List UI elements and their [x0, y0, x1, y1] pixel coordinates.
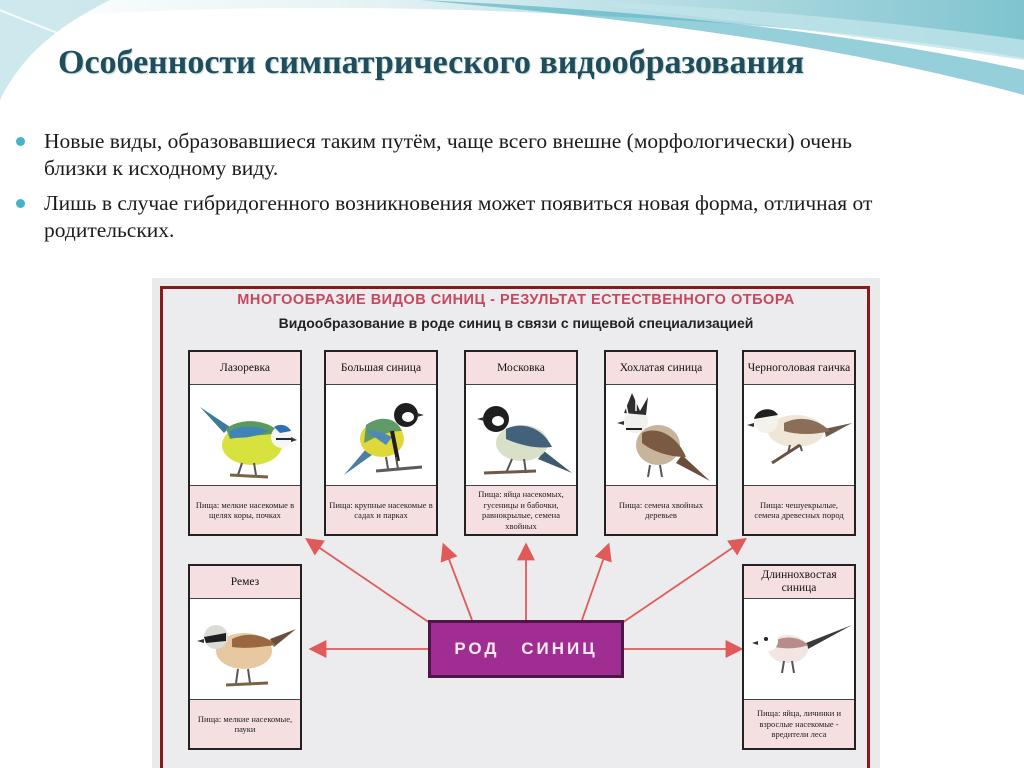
species-food: Пища: семена хвойных деревьев [606, 485, 716, 534]
species-name: Большая синица [326, 352, 436, 385]
long-tailed-tit-icon [752, 625, 852, 674]
diagram-heading: МНОГООБРАЗИЕ ВИДОВ СИНИЦ - РЕЗУЛЬТАТ ЕСТ… [237, 292, 795, 308]
species-food: Пища: чешуекрылые, семена древесных поро… [744, 485, 854, 534]
species-food: Пища: яйца насекомых, гусеницы и бабочки… [466, 485, 576, 534]
species-image [190, 599, 300, 699]
species-image [466, 385, 576, 485]
species-food: Пища: крупные насекомые в садах и парках [326, 485, 436, 534]
great-tit-icon [344, 403, 424, 475]
species-image [744, 385, 854, 485]
bullet-list: Новые виды, образовавшиеся таким путём, … [14, 128, 914, 252]
species-card: Хохлатая синица Пища: семена хвойных дер… [604, 350, 718, 536]
bullet-text: Новые виды, образовавшиеся таким путём, … [44, 129, 852, 180]
tits-speciation-diagram: МНОГООБРАЗИЕ ВИДОВ СИНИЦ - РЕЗУЛЬТАТ ЕСТ… [152, 278, 880, 768]
arrow-to-crested-tit [581, 542, 612, 621]
genus-label: РОД СИНИЦ [454, 639, 598, 658]
species-card: Черноголовая гаичка Пища: чешуекрылые, с… [742, 350, 856, 536]
species-card: Ремез Пища: мелкие насекомые, пауки [188, 564, 302, 750]
species-name: Черноголовая гаичка [744, 352, 854, 385]
bullet-dot-icon [16, 137, 25, 146]
species-food: Пища: мелкие насекомые в щелях коры, поч… [190, 485, 300, 534]
species-image [326, 385, 436, 485]
arrow-to-great-tit [440, 542, 473, 621]
slide-title: Особенности симпатрического видообразова… [58, 44, 805, 81]
arrow-to-marsh-tit [621, 537, 747, 624]
species-card: Большая синица Пища: крупные насекомые в… [324, 350, 438, 536]
species-card: Длиннохвостая синица Пища: яйца, личинки… [742, 564, 856, 750]
species-image [190, 385, 300, 485]
species-name: Длиннохвостая синица [744, 566, 854, 599]
crested-tit-icon [617, 393, 710, 481]
blue-tit-icon [200, 407, 297, 479]
species-image [744, 599, 854, 699]
arrows [305, 537, 747, 658]
penduline-tit-icon [197, 625, 296, 687]
marsh-tit-icon [747, 409, 852, 465]
bullet-text: Лишь в случае гибридогенного возникновен… [44, 191, 873, 242]
bullet-item: Новые виды, образовавшиеся таким путём, … [14, 128, 914, 182]
species-card: Московка Пища: яйца насекомых, гусеницы … [464, 350, 578, 536]
coal-tit-icon [477, 406, 572, 475]
species-name: Лазоревка [190, 352, 300, 385]
species-name: Московка [466, 352, 576, 385]
arrow-to-blue-tit [305, 537, 431, 624]
diagram-subheading: Видообразование в роде синиц в связи с п… [278, 315, 754, 331]
species-name: Хохлатая синица [606, 352, 716, 385]
bullet-item: Лишь в случае гибридогенного возникновен… [14, 190, 914, 244]
species-card: Лазоревка Пища: мелкие насекомые в щелях… [188, 350, 302, 536]
species-food: Пища: яйца, личинки и взрослые насекомые… [744, 699, 854, 748]
species-image [606, 385, 716, 485]
species-food: Пища: мелкие насекомые, пауки [190, 699, 300, 748]
genus-center-box: РОД СИНИЦ [428, 620, 624, 678]
bullet-dot-icon [16, 199, 25, 208]
species-name: Ремез [190, 566, 300, 599]
